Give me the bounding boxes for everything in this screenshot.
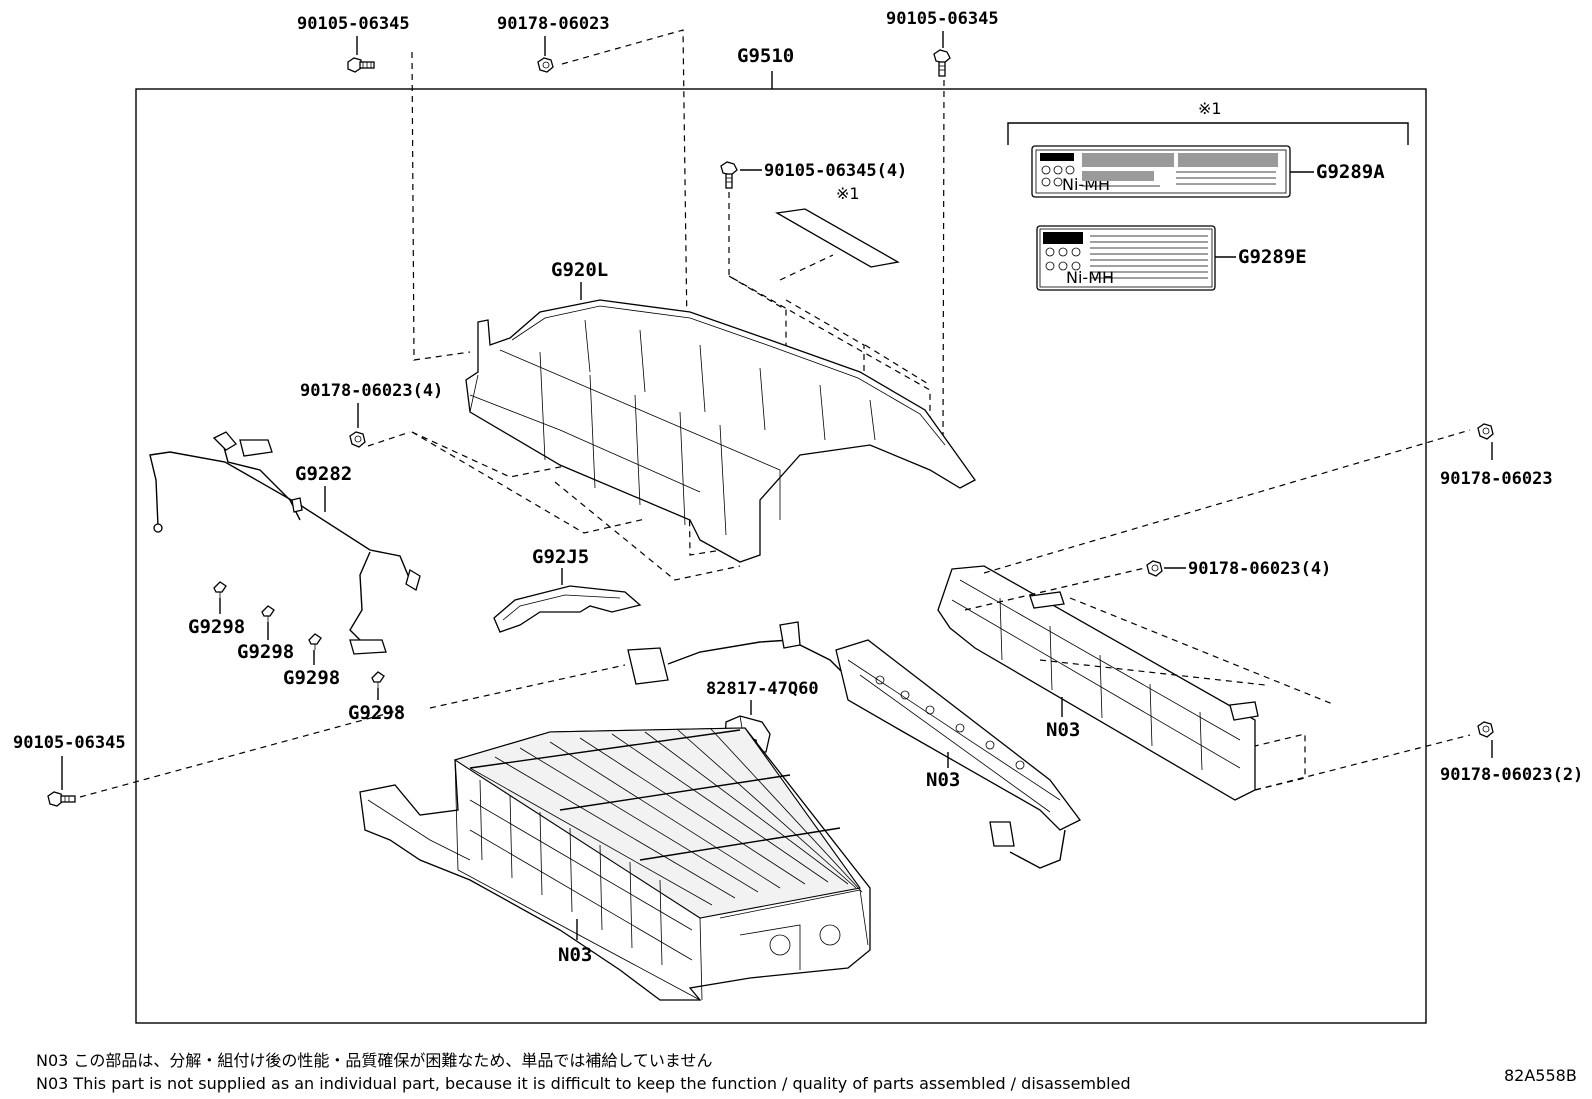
battery-cover bbox=[465, 299, 976, 563]
label-clip-2[interactable]: G9298 bbox=[237, 641, 294, 663]
bolt-icon bbox=[47, 791, 76, 807]
label-bolt-center[interactable]: 90105-06345(4) bbox=[764, 161, 907, 181]
label-bolt-top-left[interactable]: 90105-06345 bbox=[297, 14, 410, 34]
clip-icon bbox=[308, 633, 322, 650]
bolt-icon bbox=[933, 49, 951, 77]
nut-icon bbox=[1477, 721, 1494, 738]
battery-sensor-harness bbox=[627, 621, 1081, 869]
label-clip-4[interactable]: G9298 bbox=[348, 702, 405, 724]
sticker-strip bbox=[775, 208, 900, 268]
label-connector[interactable]: 82817-47Q60 bbox=[706, 679, 819, 699]
bolt-icon bbox=[347, 57, 375, 73]
clip-icon bbox=[371, 671, 385, 688]
label-nut-left[interactable]: 90178-06023(4) bbox=[300, 381, 443, 401]
battery-module bbox=[359, 727, 871, 1001]
label-n03-right[interactable]: N03 bbox=[1046, 719, 1080, 741]
label-nut-top-center[interactable]: 90178-06023 bbox=[497, 14, 610, 34]
figure-code: 82A558B bbox=[1504, 1066, 1577, 1085]
warning-label-e: Ni-MH bbox=[1036, 225, 1216, 291]
nut-icon bbox=[349, 431, 366, 448]
svg-text:Ni-MH: Ni-MH bbox=[1066, 268, 1114, 287]
nut-icon bbox=[537, 57, 554, 73]
label-bolt-left[interactable]: 90105-06345 bbox=[13, 733, 126, 753]
label-n03-mid[interactable]: N03 bbox=[926, 769, 960, 791]
label-nut-right-bottom[interactable]: 90178-06023(2) bbox=[1440, 765, 1583, 785]
warning-label-a: Ni-MH bbox=[1031, 145, 1291, 198]
note-mark-small: ※1 bbox=[836, 184, 860, 203]
label-clip-1[interactable]: G9298 bbox=[188, 616, 245, 638]
assembly-frame bbox=[135, 88, 1427, 1024]
battery-side-bracket bbox=[937, 565, 1259, 801]
clip-icon bbox=[261, 605, 275, 622]
label-clip-3[interactable]: G9298 bbox=[283, 667, 340, 689]
label-g9289a[interactable]: G9289A bbox=[1316, 161, 1385, 183]
bolt-icon bbox=[720, 161, 738, 189]
label-g920l[interactable]: G920L bbox=[551, 259, 608, 281]
nut-icon bbox=[1146, 560, 1163, 577]
label-bolt-top-right[interactable]: 90105-06345 bbox=[886, 9, 999, 29]
label-nut-right-top[interactable]: 90178-06023 bbox=[1440, 469, 1553, 489]
nut-icon bbox=[1477, 423, 1494, 440]
label-g9510[interactable]: G9510 bbox=[737, 45, 794, 67]
wire-harness bbox=[149, 431, 421, 655]
battery-bracket bbox=[493, 585, 642, 633]
note-japanese: N03 この部品は、分解・組付け後の性能・品質確保が困難なため、単品では補給して… bbox=[36, 1051, 712, 1070]
label-g9289e[interactable]: G9289E bbox=[1238, 246, 1307, 268]
label-n03-bottom[interactable]: N03 bbox=[558, 944, 592, 966]
note-english: N03 This part is not supplied as an indi… bbox=[36, 1074, 1131, 1093]
clip-icon bbox=[213, 581, 227, 598]
label-g92j5[interactable]: G92J5 bbox=[532, 546, 589, 568]
label-g9282[interactable]: G9282 bbox=[295, 463, 352, 485]
label-nut-right-mid[interactable]: 90178-06023(4) bbox=[1188, 559, 1331, 579]
note-mark-box: ※1 bbox=[1198, 99, 1222, 118]
